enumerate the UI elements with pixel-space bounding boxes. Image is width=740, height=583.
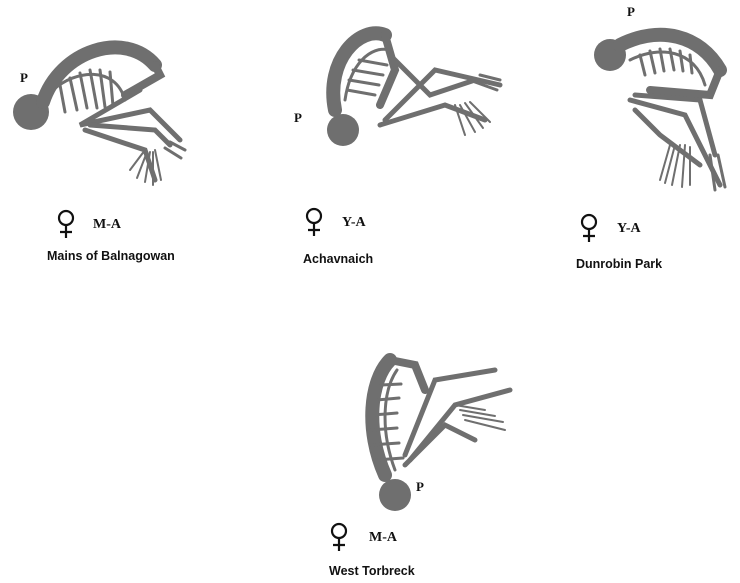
age-category: M-A	[93, 217, 121, 233]
site-name: Dunrobin Park	[576, 257, 662, 271]
burial-panel-mains-of-balnagowan: P M-A Mains of Balnagowan	[0, 0, 240, 280]
crouched-skeleton-figure	[590, 15, 740, 200]
age-category: Y-A	[617, 221, 641, 237]
age-category: Y-A	[342, 215, 366, 231]
crouched-skeleton-figure	[335, 350, 515, 520]
burial-panel-dunrobin-park: P Y-A Dunrobin Park	[500, 0, 740, 280]
crouched-skeleton-figure	[5, 30, 205, 200]
female-symbol-icon	[304, 207, 324, 237]
site-name: Mains of Balnagowan	[47, 249, 175, 263]
position-marker: P	[627, 4, 635, 20]
female-symbol-icon	[56, 209, 76, 239]
site-name: Achavnaich	[303, 252, 373, 266]
crouched-skeleton-figure	[305, 10, 505, 150]
burial-panel-west-torbreck: P M-A West Torbreck	[300, 340, 540, 583]
position-marker: P	[416, 479, 424, 495]
position-marker: P	[294, 110, 302, 126]
site-name: West Torbreck	[329, 564, 415, 578]
age-category: M-A	[369, 530, 397, 546]
position-marker: P	[20, 70, 28, 86]
burial-panel-achavnaich: P Y-A Achavnaich	[250, 0, 490, 280]
female-symbol-icon	[329, 522, 349, 552]
female-symbol-icon	[579, 213, 599, 243]
